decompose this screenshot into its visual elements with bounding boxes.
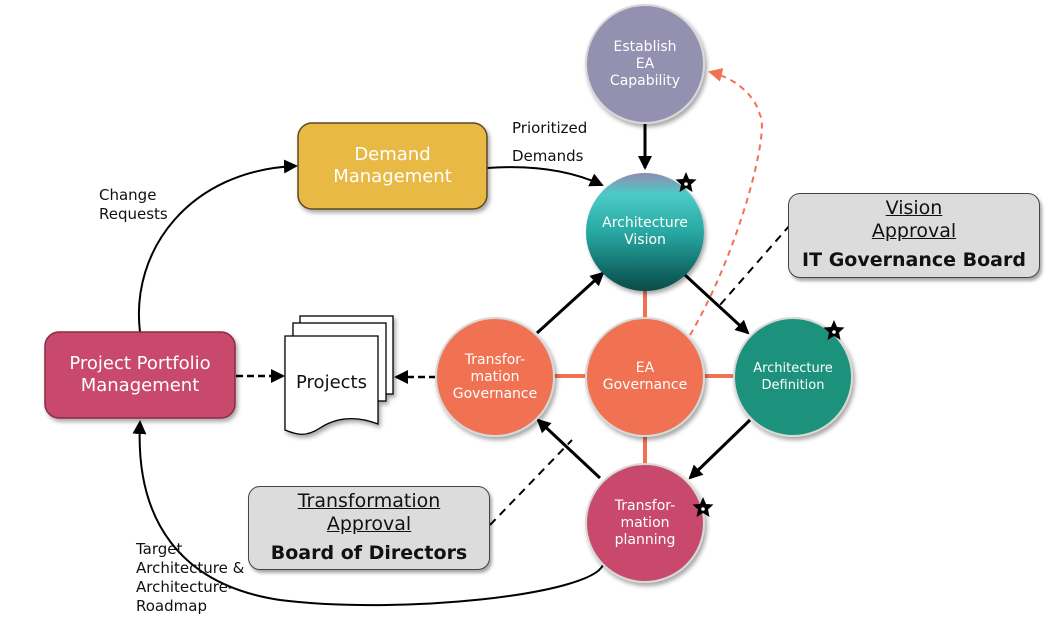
label-line: Capability [609,72,681,89]
label-line: Vision [624,232,666,248]
label-line: Architecture- [136,578,234,596]
label-line: Prioritized [512,119,588,137]
label-line: Change [99,186,157,204]
approval-authority: Board of Directors [270,542,468,564]
transformation-approval-dashed-link [489,439,573,526]
transformation-approval-box[interactable]: Transformation Approval Board of Directo… [248,486,490,570]
approval-authority: IT Governance Board [802,249,1026,271]
label-line: Governance [452,385,538,402]
label-line: Establish [613,38,677,55]
label-line: Definition [761,378,825,393]
label-line: mation [620,514,670,531]
label-line: Management [333,166,452,187]
node-establish-ea-capability[interactable] [585,4,705,124]
label-line: planning [614,531,676,548]
label-line: Roadmap [136,597,207,615]
label-projects: Projects [296,371,367,393]
label-line: EA [635,55,655,72]
label-line: EA [635,360,655,376]
edge-label-target-architecture: Target Architecture & Architecture- Road… [136,540,244,616]
vision-approval-dashed-link [719,224,791,306]
node-demand-management[interactable] [297,122,488,210]
star-icon [692,497,714,517]
node-transformation-planning[interactable] [585,463,705,583]
label-line: Transfor- [614,497,676,514]
label-line: Architecture & [136,559,245,577]
vision-approval-box[interactable]: Vision Approval IT Governance Board [788,193,1040,278]
arrow-demand-to-vision [486,166,604,187]
arrow-planning-to-tgov [536,418,602,480]
node-transformation-governance[interactable] [435,317,555,437]
node-ea-governance[interactable] [585,317,705,437]
node-architecture-definition[interactable] [733,317,853,437]
star-icon [823,320,845,340]
approval-title-line: Transformation [297,490,441,512]
node-architecture-vision[interactable] [586,173,704,291]
label-line: Target [136,540,183,558]
label-line: Demand [354,144,431,165]
projects-document-stack[interactable] [284,315,394,435]
label-line: Architecture [602,215,688,231]
label-line: Management [80,375,200,396]
arrow-tgov-to-vision [535,271,605,335]
edge-label-prioritized-demands: Prioritized Demands [512,114,587,170]
label-line: Demands [512,147,584,165]
label-line: Requests [99,205,168,223]
arrow-planning-to-ppm [132,420,604,607]
arrow-definition-to-planning [688,418,752,480]
label-line: Governance [602,377,688,393]
arrow-vision-to-definition [683,273,750,335]
node-project-portfolio-management[interactable] [44,331,236,419]
label-line: mation [470,368,520,385]
label-line: Architecture [753,361,833,376]
approval-title-line: Approval [326,513,412,535]
label-line: Transfor- [464,351,526,368]
approval-title-line: Approval [871,220,957,242]
approval-title-line: Vision [885,197,943,219]
label-line: Project Portfolio [69,353,211,374]
edge-label-change-requests: Change Requests [99,186,168,224]
star-icon [675,172,697,192]
arrow-ppm-to-demand [137,159,298,333]
